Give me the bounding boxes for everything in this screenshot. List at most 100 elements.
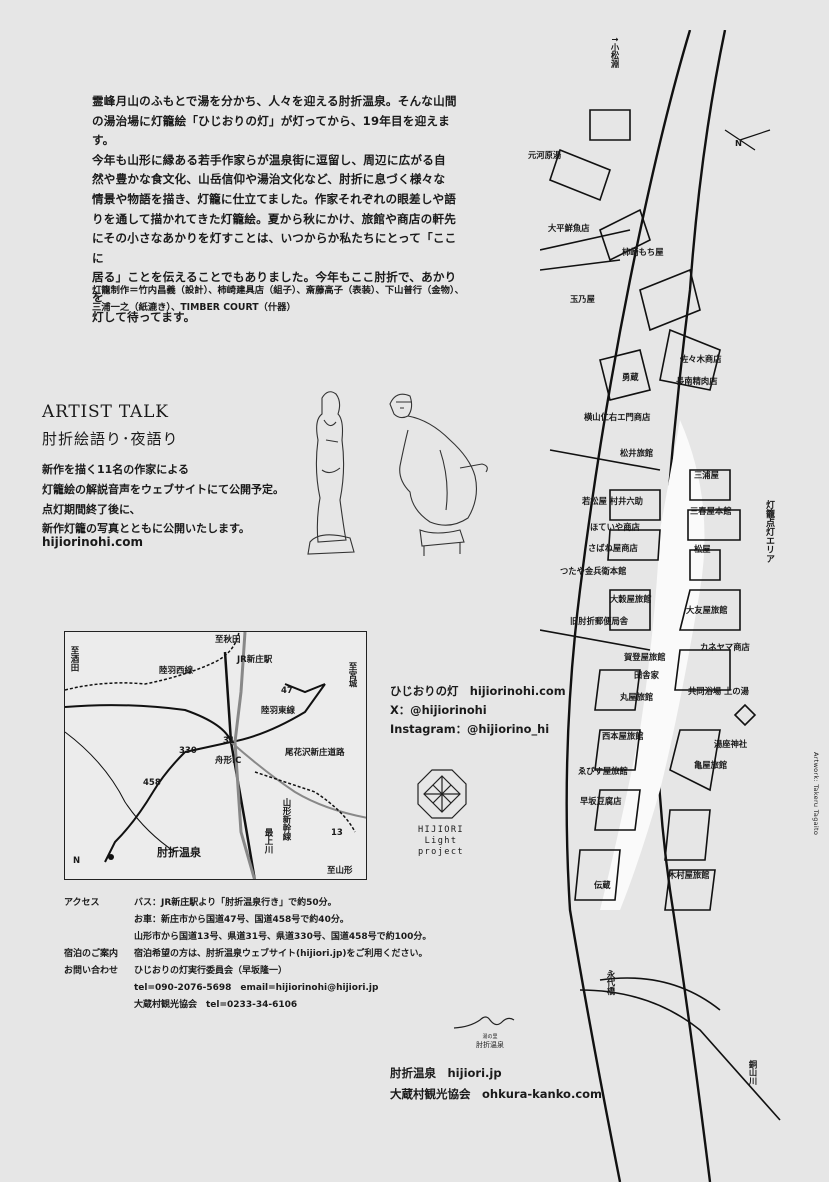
expressway-label: 尾花沢新庄道路 [285, 748, 345, 758]
sasaki-label: 佐々木商店 [680, 354, 722, 364]
intro-text: 霊峰月山のふもとで湯を分かち、人々を迎える肘折温泉。そんな山間 の湯治場に灯籠絵… [92, 92, 464, 327]
tel-email: tel=090-2076-5698 email=hijiorinohi@hiji… [134, 983, 379, 993]
talk-line: 点灯期間終了後に、 [42, 502, 141, 516]
stay-label: 宿泊のご案内 [64, 949, 119, 959]
mountain-mark-icon [453, 1016, 515, 1029]
tamanoya-label: 玉乃屋 [570, 294, 595, 304]
stay-info: 宿泊希望の方は、肘折温泉ウェブサイト(hijiori.jp)をご利用ください。 [134, 949, 428, 959]
wakamatsu-label: 若松屋 村井六助 [582, 496, 643, 506]
tashaya-label: 田舎家 [634, 670, 659, 680]
onsen-mark-name: 肘折温泉 [476, 1041, 504, 1049]
credits-line: 三浦一之（紙漉き）、TIMBER COURT（什器） [92, 301, 296, 313]
x-link[interactable]: X：@hijiorinohi [390, 703, 487, 717]
contact-links: ひじおりの灯 hijiorinohi.com X：@hijiorinohi In… [390, 682, 566, 739]
intro-line: の湯治場に灯籠絵「ひじおりの灯」が灯ってから、19年目を迎えます。 [92, 113, 450, 148]
intro-line: 然や豊かな食文化、山岳信仰や湯治文化など、肘折に息づく様々な [92, 172, 446, 187]
ookuraya-label: 大穀屋旅館 [610, 594, 652, 604]
hijiori-onsen-mark: 湯の里 肘折温泉 [450, 1010, 530, 1049]
website-link[interactable]: ひじおりの灯 hijiorinohi.com [390, 684, 566, 698]
north-arrow-label: N [73, 856, 81, 866]
shinkansen-label: 山形新幹線 [281, 798, 291, 841]
credits-line: 灯籠制作＝竹内昌義（設計）、柿崎建具店（組子）、斎藤高子（表装）、下山普行（金物… [92, 285, 464, 296]
komatsubuchi-label: ↑小松淵 [610, 36, 620, 68]
intro-line: にその小さなあかりを灯すことは、いつからか私たちにとって「ここに [92, 231, 457, 265]
kameya-label: 亀屋旅館 [694, 760, 728, 770]
intro-line: 灯して待ってます。 [92, 309, 196, 324]
dozan-river-label: 銅山川 [748, 1060, 758, 1085]
rikuu-west-line-label: 陸羽西線 [159, 666, 194, 676]
logo-wordmark: HIJIORI Light project [418, 825, 464, 858]
artist-talk-title: ARTIST TALK [42, 402, 169, 422]
talk-line: 新作灯籠の写真とともに公開いたします。 [42, 522, 250, 536]
contact-label: お問い合わせ [64, 966, 119, 976]
access-bus: バス：JR新庄駅より「肘折温泉行き」で約50分。 [134, 898, 337, 908]
logo-line: Light [424, 836, 458, 846]
kaneyama-label: カネヤマ商店 [700, 642, 750, 652]
route-458-badge: 458 [143, 778, 161, 788]
lantern-credits: 灯籠制作＝竹内昌義（設計）、柿崎建具店（組子）、斎藤高子（表装）、下山普行（金物… [92, 283, 464, 316]
funagata-ic-label: 舟形IC [215, 756, 242, 766]
footer-hijiori[interactable]: 肘折温泉 hijiori.jp [390, 1066, 502, 1080]
oohira-label: 大平鮮魚店 [548, 223, 590, 233]
intro-line: 今年も山形に縁ある若手作家らが温泉街に逗留し、周辺に広がる自 [92, 152, 446, 167]
access-info: アクセス バス：JR新庄駅より「肘折温泉行き」で約50分。 お車：新庄市から国道4… [64, 895, 431, 1014]
instagram-link[interactable]: Instagram：@hijiorino_hi [390, 722, 550, 736]
hayasaka-label: 早坂豆腐店 [580, 796, 622, 806]
eitai-bridge-label: 永代橋 [606, 970, 616, 995]
shinjo-station-label: JR新庄駅 [237, 655, 273, 665]
ootomoya-label: 大友屋旅館 [686, 605, 728, 615]
intro-line: 居る」ことを伝えることでもありました。今年もここ肘折で、あかりを [92, 270, 457, 304]
sabaneya-label: さばね屋商店 [588, 543, 638, 553]
access-car: お車：新庄市から国道47号、国道458号で約40分。 [134, 915, 349, 925]
matsui-label: 松井旅館 [620, 448, 654, 458]
hijiori-onsen-label: 肘折温泉 [157, 846, 201, 859]
rikuu-east-line-label: 陸羽東線 [261, 706, 296, 716]
kanoya-label: 賀登屋旅館 [624, 652, 666, 662]
intro-line: 情景や物語を描き、灯籠に仕立てました。作家それぞれの眼差しや語 [92, 191, 457, 206]
footer-ohkura[interactable]: 大蔵村観光協会 ohkura-kanko.com [390, 1087, 603, 1101]
sakata-label: 至酒田 [69, 646, 79, 672]
nishimura-label: 西本屋旅館 [602, 731, 644, 741]
hoteiya-label: ほていや商店 [590, 522, 640, 532]
denzo-label: 伝蔵 [594, 880, 611, 890]
kyodo-bath-label: 共同浴場 上の湯 [688, 686, 749, 696]
logo-line: HIJIORI [417, 825, 465, 835]
footer: 肘折温泉 hijiori.jp 大蔵村観光協会 ohkura-kanko.com [390, 1063, 602, 1105]
route-map: 至秋田 JR新庄駅 至酒田 至宮城 陸羽西線 陸羽東線 47 31 330 45… [64, 631, 367, 880]
intro-line: りを通して描かれてきた灯籠絵。夏から秋にかけ、旅館や商店の軒先 [92, 211, 456, 226]
miuraya-label: 三浦屋 [694, 470, 719, 480]
artist-talk-body: 新作を描く11名の作家による 灯籠絵の解説音声をウェブサイトにて公開予定。 点灯… [42, 460, 332, 539]
artist-talk-url[interactable]: hijiorinohi.com [42, 535, 144, 549]
maruya-label: 丸屋旅館 [620, 692, 654, 702]
nagami-label: 長南精肉店 [676, 376, 718, 386]
talk-line: 灯籠絵の解説音声をウェブサイトにて公開予定。 [42, 482, 284, 496]
talk-line: 新作を描く11名の作家による [42, 463, 189, 476]
artwork-credit: Artwork: Takeru Tagaito [812, 752, 820, 836]
town-map-north-label: N [735, 138, 742, 148]
town-map-drawing [540, 30, 781, 1182]
route-47-badge: 47 [281, 686, 293, 696]
access-car: 山形市から国道13号、県道31号、県道330号、国道458号で約100分。 [134, 932, 432, 942]
kanko-contact: 大蔵村観光協会 tel=0233-34-6106 [134, 1000, 298, 1010]
onsen-mark-small: 湯の里 [482, 1034, 498, 1040]
miyagi-label: 至宮城 [347, 662, 357, 688]
yuza-shrine-label: 湯座神社 [714, 739, 748, 749]
old-post-office-label: 旧肘折郵便局舎 [570, 616, 629, 626]
akita-label: 至秋田 [215, 635, 241, 645]
yokoyama-label: 横山仁右エ門商店 [584, 412, 651, 422]
yamagata-label: 至山形 [327, 866, 353, 876]
logo-line: project [417, 847, 465, 857]
kimuraya-label: 木村屋旅館 [668, 870, 710, 880]
committee-contact: ひじおりの灯実行委員会（早坂隆一） [134, 966, 288, 976]
access-label: アクセス [64, 898, 100, 908]
lantern-area-label: 灯籠点灯エリア [764, 500, 774, 563]
matsuya-label: 松屋 [694, 544, 711, 554]
town-map: ↑小松淵 N 元河原湯 大平鮮魚店 柿崎もち屋 玉乃屋 佐々木商店 勇蔵 長南精… [528, 30, 820, 1182]
tsutaya-label: つたや金兵衛本館 [560, 566, 627, 576]
ebisuya-label: ゑびす屋旅館 [578, 766, 628, 776]
intro-line: 霊峰月山のふもとで湯を分かち、人々を迎える肘折温泉。そんな山間 [92, 94, 457, 108]
hijiori-light-project-logo-icon [417, 769, 467, 819]
statue-and-man-sketch [307, 391, 488, 556]
yuzo-label: 勇蔵 [622, 372, 639, 382]
miharuya-label: 三春屋本館 [690, 506, 732, 516]
